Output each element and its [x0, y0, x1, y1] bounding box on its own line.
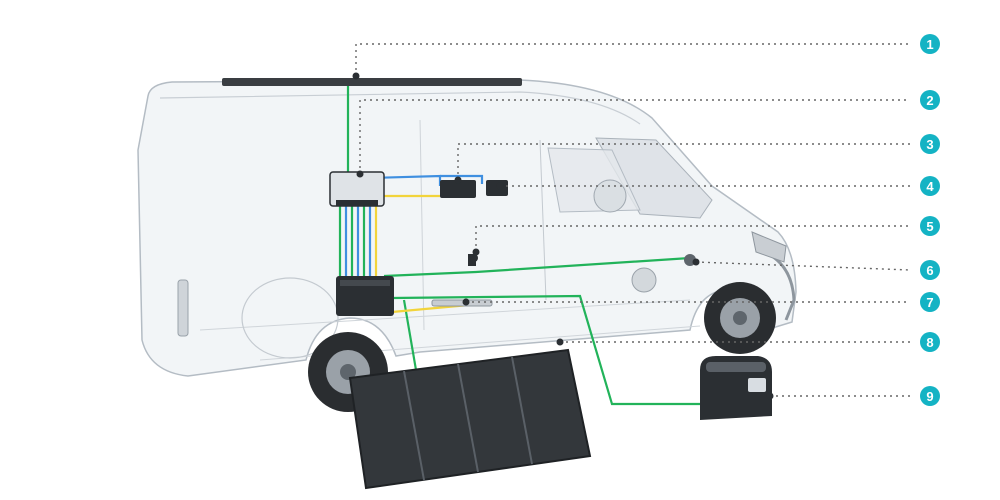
callout-badge-9: 9	[920, 386, 940, 406]
controller-hub	[329, 171, 385, 207]
callout-number: 1	[926, 37, 933, 52]
main-battery	[336, 276, 394, 316]
callout-number: 3	[926, 137, 933, 152]
callout-badge-6: 6	[920, 260, 940, 280]
leader-dots	[352, 72, 774, 400]
front-wheel	[704, 282, 776, 354]
callout-number: 9	[926, 389, 933, 404]
callout-badge-1: 1	[920, 34, 940, 54]
callout-badge-4: 4	[920, 176, 940, 196]
callout-number: 6	[926, 263, 933, 278]
callout-badge-5: 5	[920, 216, 940, 236]
callout-number: 8	[926, 335, 933, 350]
sub-unit	[468, 254, 476, 266]
callout-badge-7: 7	[920, 292, 940, 312]
van-shell	[137, 79, 797, 377]
wiring	[338, 86, 720, 406]
dc-charger	[440, 180, 476, 198]
callout-number: 5	[926, 219, 933, 234]
callout-badge-3: 3	[920, 134, 940, 154]
small-device	[486, 180, 508, 196]
power-station	[700, 356, 772, 420]
roof-solar-panel	[222, 78, 522, 86]
callout-number: 7	[926, 295, 933, 310]
callout-number: 2	[926, 93, 933, 108]
lower-rail	[431, 299, 493, 307]
callout-badge-8: 8	[920, 332, 940, 352]
van-body	[137, 79, 797, 377]
leader-lines	[355, 43, 911, 397]
portable-solar-panel	[348, 348, 592, 490]
callout-badge-2: 2	[920, 90, 940, 110]
callout-number: 4	[926, 179, 934, 194]
